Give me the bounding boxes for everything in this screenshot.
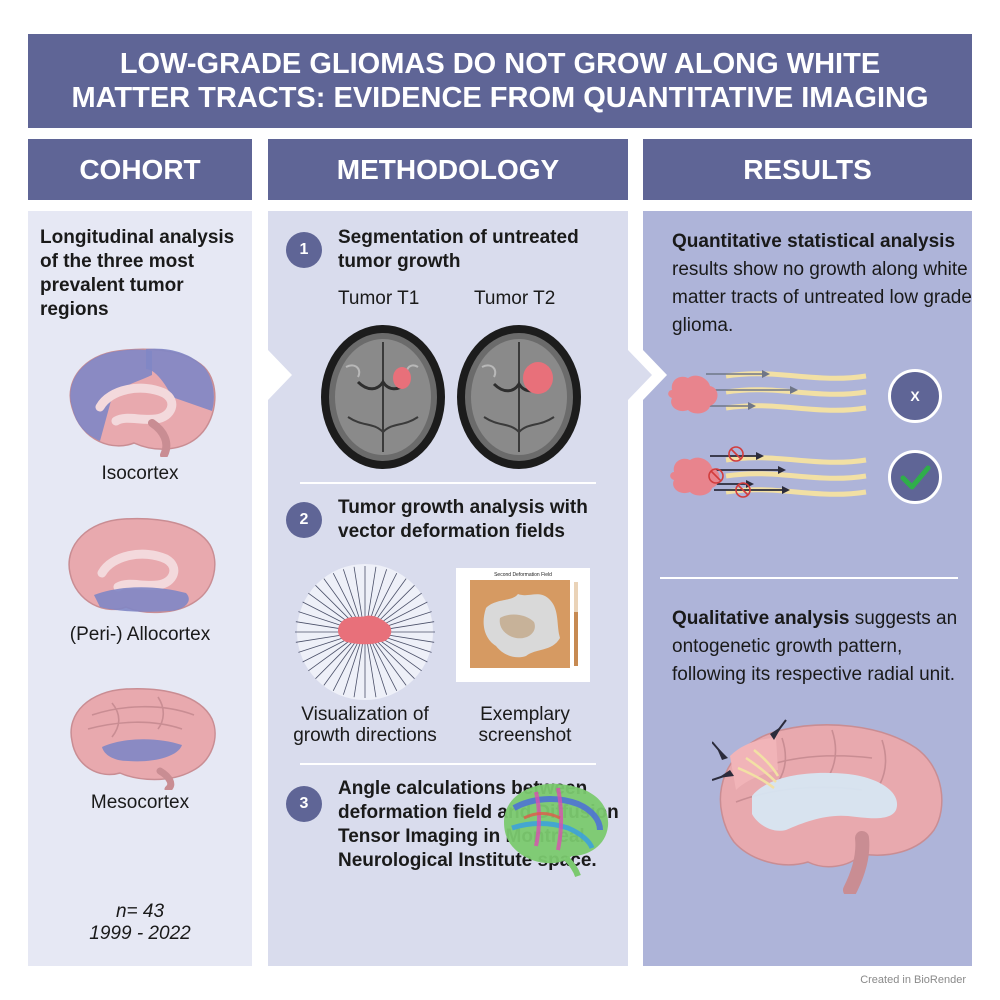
step-2-title: Tumor growth analysis with vector deform…	[338, 497, 588, 542]
step-3-badge: 3	[286, 786, 322, 822]
cohort-header-label: COHORT	[79, 153, 201, 185]
credit-text: Created in BioRender	[860, 974, 966, 986]
scenario-along-tracts	[668, 370, 867, 414]
methodology-header: METHODOLOGY	[268, 139, 628, 200]
deformation-screenshot: Second Deformation Field	[456, 568, 590, 682]
x-mark-icon: X	[888, 369, 942, 423]
direction-ray	[308, 637, 354, 672]
direction-ray	[374, 638, 415, 679]
step-2-badge: 2	[286, 502, 322, 538]
tumor-t2-label: Tumor T2	[474, 288, 556, 309]
direction-ray	[376, 637, 422, 672]
qualitative-result-bold: Qualitative analysis	[672, 608, 850, 629]
radial-unit-brain-icon	[712, 719, 943, 894]
quantitative-result-text: Quantitative statistical analysis result…	[672, 228, 972, 340]
caption-exemplary-screenshot: Exemplary screenshot	[478, 704, 572, 746]
direction-ray	[323, 578, 358, 625]
step-1-badge: 1	[286, 232, 322, 268]
direction-ray	[315, 638, 356, 679]
direction-ray	[353, 641, 364, 698]
scenario-radial-growth	[670, 446, 867, 498]
prohibited-icon	[708, 446, 751, 498]
methodology-header-label: METHODOLOGY	[336, 153, 560, 185]
qualitative-result-rest: suggests an ontogenetic growth pattern, …	[672, 608, 958, 685]
cohort-years: 1999 - 2022	[89, 923, 191, 944]
region-label-allocortex: (Peri-) Allocortex	[69, 624, 211, 645]
mri-scan-t2-icon	[457, 325, 581, 469]
step-1-title: Segmentation of untreated tumor growth	[338, 227, 579, 272]
direction-ray	[366, 641, 377, 698]
direction-ray	[372, 639, 407, 686]
caption-growth-directions: Visualization of growth directions	[293, 704, 437, 746]
tumor-t2-segment	[523, 362, 553, 394]
dti-tractography-icon	[504, 783, 609, 878]
direction-ray	[332, 640, 360, 691]
growth-arrow-icons	[712, 719, 787, 781]
region-label-isocortex: Isocortex	[101, 463, 179, 484]
direction-ray	[368, 641, 388, 695]
direction-ray	[366, 566, 377, 623]
cohort-n: n= 43	[115, 901, 165, 922]
direction-ray	[370, 573, 398, 624]
page-title: LOW-GRADE GLIOMAS DO NOT GROW ALONG WHIT…	[71, 48, 929, 114]
tumor-t1-label: Tumor T1	[338, 288, 420, 309]
direction-ray	[332, 573, 360, 624]
direction-ray	[368, 569, 388, 623]
cohort-intro: Longitudinal analysis of the three most …	[40, 227, 235, 320]
method-divider-2	[300, 763, 596, 765]
direction-ray	[353, 566, 364, 623]
cohort-header: COHORT	[28, 139, 252, 200]
tumor-t1-segment	[393, 367, 411, 389]
quantitative-result-bold: Quantitative statistical analysis	[672, 231, 956, 252]
qualitative-result-text: Qualitative analysis suggests an ontogen…	[672, 605, 962, 689]
direction-ray	[323, 639, 358, 686]
direction-ray	[342, 569, 362, 623]
x-mark-label: X	[910, 388, 920, 404]
quantitative-result-rest: results show no growth along white matte…	[672, 259, 972, 336]
mri-scan-t1-icon	[321, 325, 445, 469]
method-divider-1	[300, 482, 596, 484]
tract-growth-scenarios	[668, 370, 867, 498]
results-header-label: RESULTS	[743, 153, 872, 185]
direction-ray	[370, 640, 398, 691]
results-header: RESULTS	[643, 139, 972, 200]
direction-ray	[377, 636, 428, 663]
growth-directions-figure	[295, 564, 435, 700]
mesocortex-brain-icon	[70, 687, 216, 790]
isocortex-brain-icon	[69, 348, 216, 457]
direction-ray	[372, 578, 407, 625]
direction-ray	[374, 585, 415, 626]
direction-ray	[342, 641, 362, 695]
allocortex-brain-icon	[68, 517, 216, 614]
direction-ray	[376, 592, 422, 627]
checkmark-icon	[888, 450, 942, 504]
results-divider	[660, 577, 958, 579]
region-label-mesocortex: Mesocortex	[90, 792, 190, 813]
title-banner: LOW-GRADE GLIOMAS DO NOT GROW ALONG WHIT…	[28, 34, 972, 128]
screenshot-title: Second Deformation Field	[494, 572, 552, 578]
